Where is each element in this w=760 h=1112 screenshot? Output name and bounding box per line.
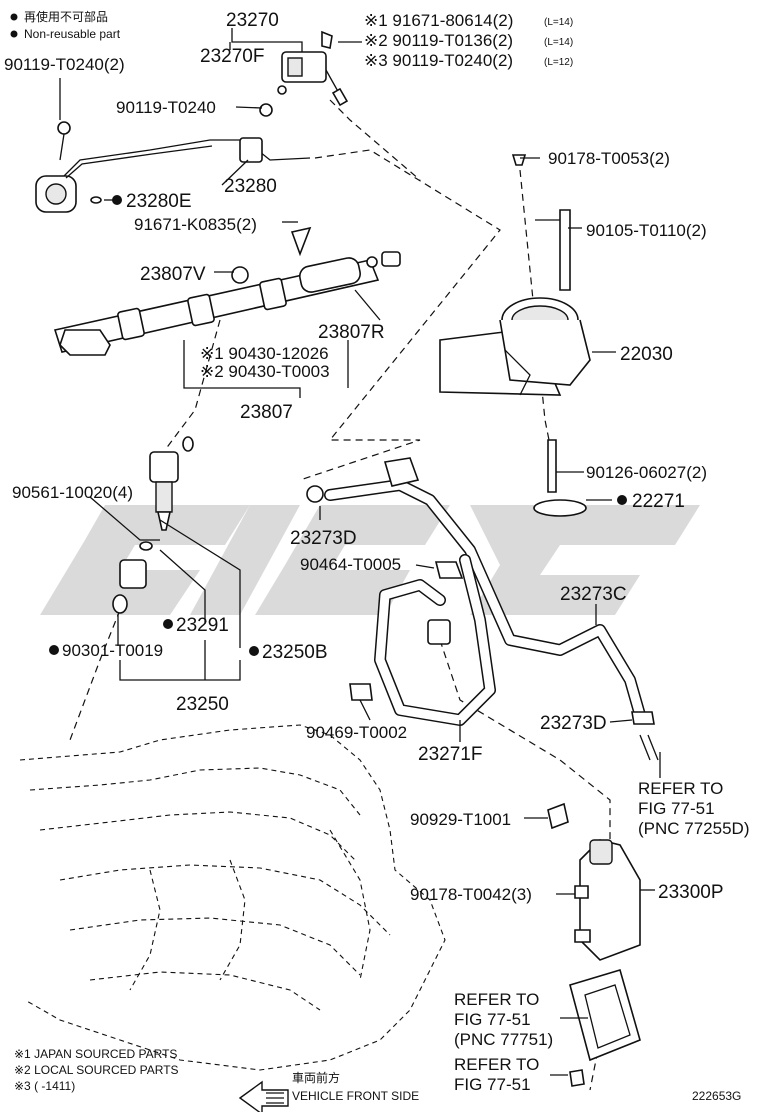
label-23273d-b: 23273D [540, 713, 607, 734]
leader-lines [59, 28, 661, 1076]
label-23807v: 23807V [140, 264, 206, 285]
front-label-jp: 車両前方 [292, 1070, 340, 1085]
label-23807: 23807 [240, 402, 293, 423]
label-ref1-line2: FIG 77-51 [638, 799, 715, 818]
non-reusable-bullet-icon [10, 13, 18, 21]
bracket-23300p-drawing [547, 802, 641, 961]
legend-jp-text: 再使用不可部品 [24, 9, 108, 24]
source-notes: ※1 JAPAN SOURCED PARTS ※2 LOCAL SOURCED … [14, 1047, 179, 1093]
label-23273c: 23273C [560, 584, 627, 605]
label-23271f: 23271F [418, 744, 482, 765]
label-23280: 23280 [224, 176, 277, 197]
figure-id: 222653G [692, 1089, 741, 1103]
label-23280e: 23280E [126, 191, 192, 212]
label-ref1-line3: (PNC 77255D) [638, 819, 750, 838]
label-90301-t0019: 90301-T0019 [62, 641, 163, 660]
non-reusable-bullet-icon [163, 619, 173, 629]
vehicle-front-indicator: 車両前方 VEHICLE FRONT SIDE [238, 1070, 419, 1112]
label-bolt1: ※1 91671-80614(2) [364, 11, 513, 30]
label-23300p: 23300P [658, 882, 724, 903]
label-22030: 22030 [620, 344, 673, 365]
throttle-body-drawing [439, 154, 591, 517]
non-reusable-bullet-icon [617, 495, 627, 505]
label-bolt1-len: (L=14) [544, 17, 573, 28]
non-reusable-bullet-icon [249, 646, 259, 656]
label-90119-t0240-2: 90119-T0240(2) [4, 55, 125, 74]
watermark-logo [40, 505, 700, 615]
label-23270f: 23270F [200, 46, 264, 67]
label-23291: 23291 [176, 615, 229, 636]
label-90119-t0240: 90119-T0240 [116, 98, 216, 117]
fuel-rail-drawing [53, 226, 401, 356]
legend-en-text: Non-reusable part [24, 27, 121, 41]
label-ref3-line2: FIG 77-51 [454, 1075, 531, 1094]
vsv-23280-drawing [35, 103, 311, 213]
vsv-23270-drawing [277, 30, 349, 107]
label-bolt3-len: (L=12) [544, 57, 573, 68]
part-labels: 23270 23270F ※1 91671-80614(2) (L=14) ※2… [4, 10, 750, 1094]
label-23250b: 23250B [262, 642, 328, 663]
label-90430-t0003: ※2 90430-T0003 [200, 362, 330, 381]
engine-block-outline [19, 724, 446, 1071]
note-local-sourced: ※2 LOCAL SOURCED PARTS [14, 1063, 179, 1077]
label-bolt2: ※2 90119-T0136(2) [364, 31, 513, 50]
label-bolt3: ※3 90119-T0240(2) [364, 51, 513, 70]
label-90178-t0053: 90178-T0053(2) [548, 149, 670, 168]
non-reusable-bullet-icon [10, 30, 18, 38]
label-90430-12026: ※1 90430-12026 [200, 344, 329, 363]
label-ref2-line3: (PNC 77751) [454, 1030, 553, 1049]
label-90178-t0042: 90178-T0042(3) [410, 885, 532, 904]
label-90561-10020: 90561-10020(4) [12, 483, 133, 502]
label-ref3-line1: REFER TO [454, 1055, 539, 1074]
front-arrow-icon [238, 1080, 289, 1112]
label-23250: 23250 [176, 694, 229, 715]
front-label-en: VEHICLE FRONT SIDE [292, 1089, 419, 1103]
label-90126-06027: 90126-06027(2) [586, 463, 707, 482]
ecu-bracket-drawing [569, 969, 641, 1087]
label-90469-t0002: 90469-T0002 [306, 723, 407, 742]
label-90464-t0005: 90464-T0005 [300, 555, 401, 574]
note-date-range: ※3 ( -1411) [14, 1079, 75, 1093]
non-reusable-bullet-icon [112, 195, 122, 205]
injector-23250-drawing [112, 436, 194, 614]
label-23270: 23270 [226, 10, 279, 31]
label-23807r: 23807R [318, 322, 385, 343]
non-reusable-bullet-icon [49, 645, 59, 655]
label-bolt2-len: (L=14) [544, 37, 573, 48]
note-japan-sourced: ※1 JAPAN SOURCED PARTS [14, 1047, 177, 1061]
label-91671-k0835: 91671-K0835(2) [134, 215, 257, 234]
legend-non-reusable: 再使用不可部品 Non-reusable part [10, 9, 121, 41]
label-90105-t0110: 90105-T0110(2) [586, 221, 707, 240]
label-ref2-line1: REFER TO [454, 990, 539, 1009]
label-23273d-a: 23273D [290, 528, 357, 549]
label-90929-t1001: 90929-T1001 [410, 810, 511, 829]
label-22271: 22271 [632, 491, 685, 512]
label-ref1-line1: REFER TO [638, 779, 723, 798]
hose-drawing [306, 457, 659, 761]
label-ref2-line2: FIG 77-51 [454, 1010, 531, 1029]
